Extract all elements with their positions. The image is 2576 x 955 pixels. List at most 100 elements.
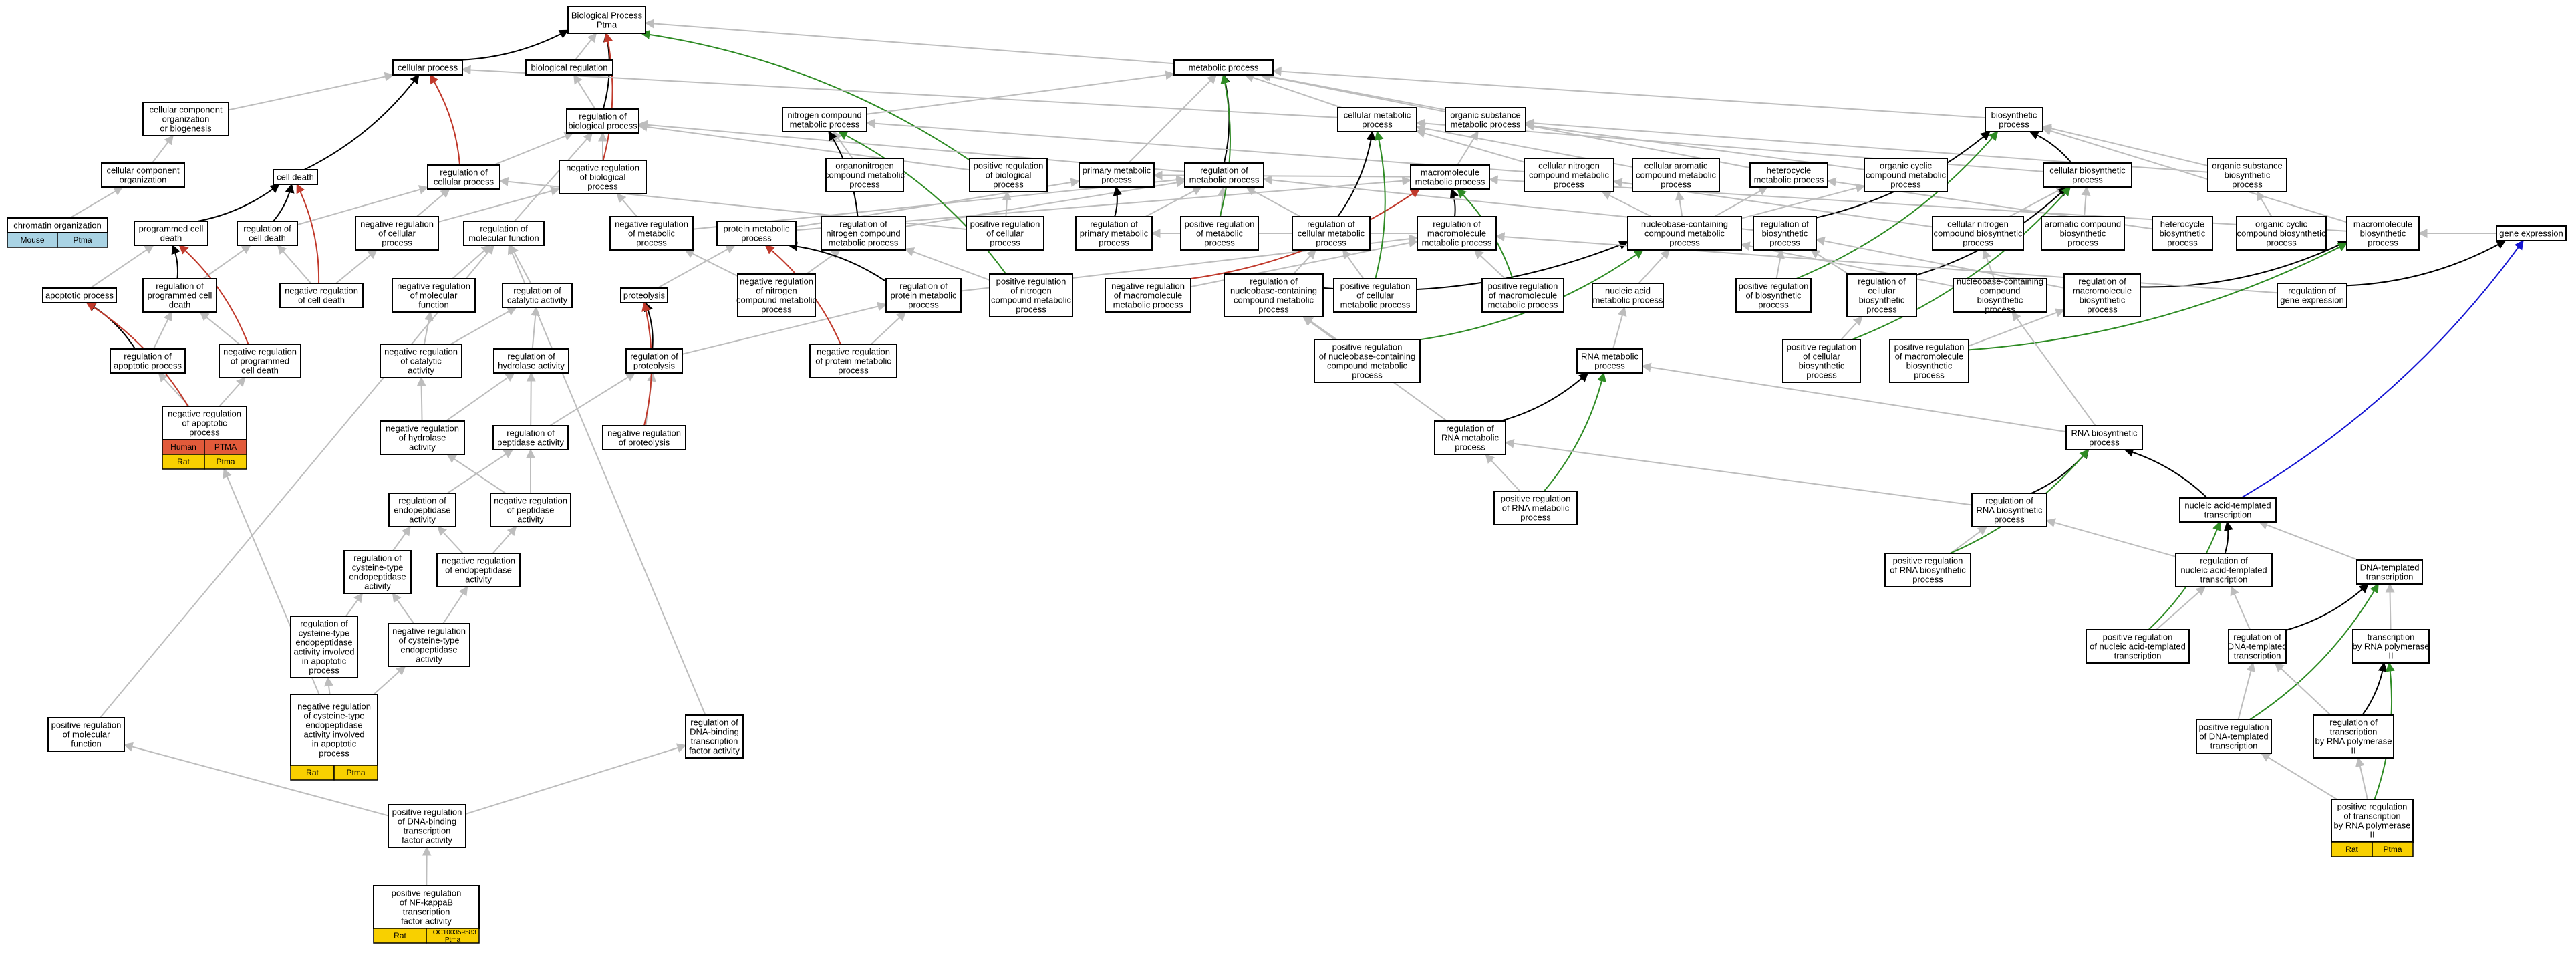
go-term-node-br[interactable]: biological regulation (525, 59, 613, 76)
go-term-node-apop[interactable]: apoptotic process (42, 287, 117, 303)
go-term-node-ge[interactable]: gene expression (2496, 225, 2567, 241)
go-term-node-proteo[interactable]: proteolysis (620, 287, 668, 303)
go-term-node-mp[interactable]: metabolic process (1173, 59, 1274, 76)
go-term-node-cdeath[interactable]: cell death (273, 169, 318, 185)
